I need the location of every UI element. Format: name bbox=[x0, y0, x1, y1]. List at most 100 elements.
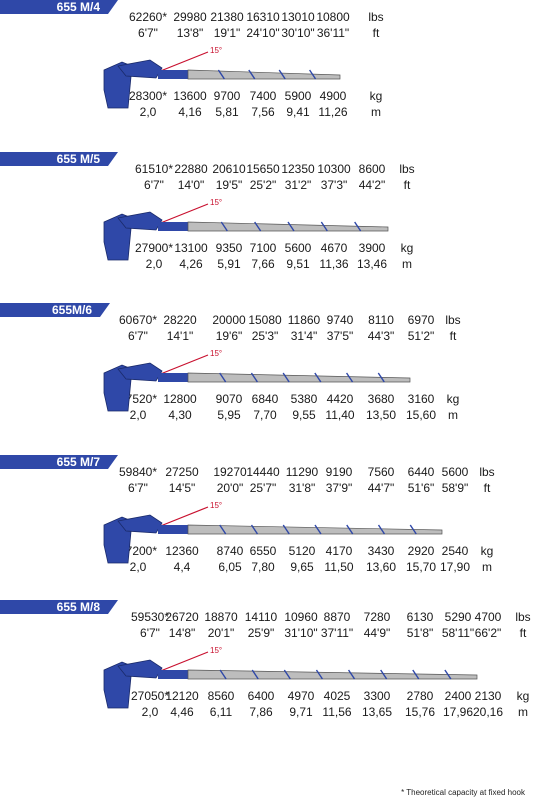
kg-value: 5600 bbox=[284, 241, 312, 255]
kg-value: 4670 bbox=[320, 241, 348, 255]
unit-kg: kg bbox=[369, 89, 383, 103]
boom-segment-mark bbox=[219, 372, 227, 383]
m-value: 13,65 bbox=[361, 705, 393, 719]
lbs-value: 62260* bbox=[128, 10, 168, 24]
ft-value: 44'3" bbox=[367, 329, 395, 343]
m-value: 20,16 bbox=[472, 705, 504, 719]
ft-value: 14'5" bbox=[168, 481, 196, 495]
m-value: 11,36 bbox=[319, 257, 349, 271]
boom-segment-mark bbox=[380, 669, 388, 680]
m-value: 13,60 bbox=[365, 560, 397, 574]
unit-m: m bbox=[402, 257, 412, 271]
lbs-value: 19270 bbox=[213, 465, 247, 479]
angle-label: 15° bbox=[210, 646, 222, 655]
kg-value: 2400 bbox=[444, 689, 472, 703]
kg-value: 6550 bbox=[249, 544, 277, 558]
m-value: 4,30 bbox=[168, 408, 192, 422]
lbs-value: 6970 bbox=[407, 313, 435, 327]
m-value: 11,40 bbox=[325, 408, 355, 422]
boom-segment-mark bbox=[315, 669, 324, 680]
m-value: 7,66 bbox=[251, 257, 275, 271]
ft-value: 51'2" bbox=[407, 329, 435, 343]
lbs-value: 4700 bbox=[474, 610, 502, 624]
ft-value: 25'7" bbox=[249, 481, 277, 495]
angle-line bbox=[157, 506, 209, 528]
angle-line bbox=[157, 651, 209, 673]
lbs-value: 61510* bbox=[134, 162, 174, 176]
ft-value: 25'9" bbox=[247, 626, 275, 640]
kg-value: 9700 bbox=[213, 89, 241, 103]
ft-value: 24'10" bbox=[246, 26, 280, 40]
m-value: 2,0 bbox=[145, 257, 163, 271]
kg-value: 5900 bbox=[284, 89, 312, 103]
ft-value: 25'3" bbox=[251, 329, 279, 343]
boom-segment-mark bbox=[377, 524, 386, 535]
ft-value: 44'9" bbox=[363, 626, 391, 640]
angle-line bbox=[157, 354, 209, 376]
ft-value: 66'2" bbox=[474, 626, 502, 640]
crane-diagram: 15° bbox=[103, 46, 341, 109]
boom-segment-mark bbox=[409, 524, 417, 535]
m-value: 9,55 bbox=[292, 408, 316, 422]
telescopic-boom bbox=[187, 524, 443, 535]
boom-segment-mark bbox=[283, 669, 291, 680]
lbs-value: 60670* bbox=[118, 313, 158, 327]
boom-segment-mark bbox=[220, 221, 228, 232]
unit-kg: kg bbox=[400, 241, 414, 255]
m-value: 11,56 bbox=[322, 705, 352, 719]
unit-ft: ft bbox=[449, 329, 457, 343]
angle-label: 15° bbox=[210, 501, 222, 510]
m-value: 9,51 bbox=[286, 257, 310, 271]
telescopic-boom bbox=[187, 372, 411, 383]
crane-diagram: 15° bbox=[103, 646, 478, 709]
lbs-value: 6130 bbox=[406, 610, 434, 624]
lbs-value: 15080 bbox=[248, 313, 282, 327]
ft-value: 58'9" bbox=[441, 481, 469, 495]
unit-ft: ft bbox=[403, 178, 411, 192]
lbs-value: 11290 bbox=[285, 465, 319, 479]
ft-value: 6'7" bbox=[144, 178, 164, 192]
footnote: * Theoretical capacity at fixed hook bbox=[401, 788, 525, 797]
lbs-value: 11860 bbox=[287, 313, 321, 327]
ft-value: 31'2" bbox=[284, 178, 312, 192]
ft-value: 6'7" bbox=[128, 329, 148, 343]
boom-segment-mark bbox=[314, 524, 322, 535]
telescopic-boom bbox=[187, 69, 341, 80]
lbs-value: 7560 bbox=[367, 465, 395, 479]
boom-segment-mark bbox=[346, 524, 354, 535]
m-value: 9,71 bbox=[289, 705, 313, 719]
m-value: 7,80 bbox=[251, 560, 275, 574]
boom-segment-mark bbox=[287, 221, 295, 232]
kg-value: 12120 bbox=[165, 689, 199, 703]
ft-value: 20'1" bbox=[207, 626, 235, 640]
boom-base bbox=[158, 70, 188, 79]
lbs-value: 29980 bbox=[173, 10, 207, 24]
lbs-value: 22880 bbox=[174, 162, 208, 176]
lbs-value: 20610 bbox=[212, 162, 246, 176]
lbs-value: 18870 bbox=[204, 610, 238, 624]
m-value: 2,0 bbox=[129, 560, 147, 574]
kg-value: 5380 bbox=[290, 392, 318, 406]
lbs-value: 27250 bbox=[165, 465, 199, 479]
kg-value: 3300 bbox=[363, 689, 391, 703]
unit-lbs: lbs bbox=[515, 610, 531, 624]
boom-segment-mark bbox=[219, 669, 227, 680]
lbs-value: 5600 bbox=[441, 465, 469, 479]
unit-lbs: lbs bbox=[445, 313, 461, 327]
ft-value: 36'11" bbox=[316, 26, 350, 40]
model-tab: 655 M/7 bbox=[0, 455, 118, 469]
lbs-value: 26720 bbox=[165, 610, 199, 624]
m-value: 4,16 bbox=[178, 105, 202, 119]
kg-value: 5120 bbox=[288, 544, 316, 558]
ft-value: 51'6" bbox=[407, 481, 435, 495]
boom-segment-mark bbox=[250, 372, 259, 383]
kg-value: 13100 bbox=[174, 241, 208, 255]
unit-kg: kg bbox=[480, 544, 494, 558]
lbs-value: 9740 bbox=[326, 313, 354, 327]
ft-value: 19'6" bbox=[215, 329, 243, 343]
ft-value: 44'2" bbox=[358, 178, 386, 192]
